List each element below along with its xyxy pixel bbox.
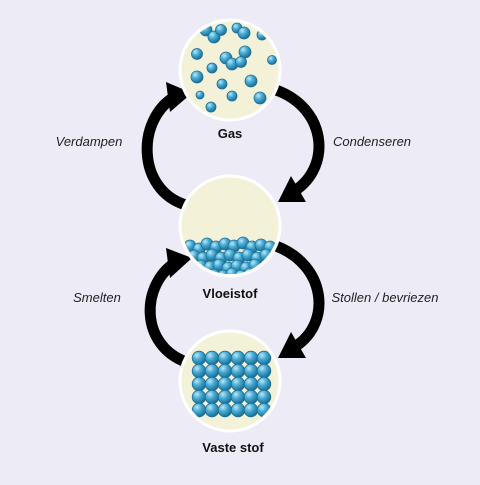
solid-particle (230, 376, 246, 392)
solid-particle (243, 350, 259, 366)
gas-particle (235, 56, 247, 68)
liquid-particles (183, 236, 277, 274)
melt-label: Smelten (73, 290, 121, 305)
solid-particle (204, 402, 220, 418)
solid-particle (217, 402, 233, 418)
solid-particle (230, 402, 246, 418)
gas-particle (267, 55, 277, 65)
gas-particles (190, 22, 277, 113)
gas-particle (191, 48, 203, 60)
gas-particle (205, 101, 217, 113)
freeze-label: Stollen / bevriezen (332, 290, 439, 305)
solid-particle (191, 376, 207, 392)
solid-particle (256, 376, 272, 392)
liquid-particle (225, 267, 239, 274)
gas-label: Gas (218, 126, 243, 141)
melt-arrow (144, 257, 189, 368)
gas-particle (190, 70, 204, 84)
solid-particle (256, 389, 272, 405)
melt-arrowhead (166, 248, 192, 278)
gas-particle (253, 91, 267, 105)
solid-particle (256, 350, 272, 366)
gas-particle (216, 78, 228, 90)
evaporate-arrow (141, 91, 188, 211)
solid-particle (204, 350, 220, 366)
solid-particle (230, 350, 246, 366)
gas-particle (215, 24, 227, 36)
solid-particle (230, 363, 246, 379)
freeze-arrowhead (278, 332, 306, 358)
solid-particle (191, 363, 207, 379)
solid-particle (256, 363, 272, 379)
liquid-state (178, 174, 282, 278)
condense-label: Condenseren (333, 134, 411, 149)
solid-particle (243, 402, 259, 418)
condense-arrowhead (278, 176, 306, 202)
gas-particle (226, 90, 238, 102)
solid-particle (243, 376, 259, 392)
gas-particle (195, 90, 205, 100)
solid-particle (217, 363, 233, 379)
solid-particle (230, 389, 246, 405)
solid-particle (204, 376, 220, 392)
gas-particle (244, 74, 258, 88)
condense-arrow (273, 84, 325, 195)
evaporate-label: Verdampen (56, 134, 123, 149)
evaporate-arrowhead (166, 82, 192, 112)
solid-particles (191, 350, 272, 418)
freeze-arrow (273, 240, 325, 351)
solid-particle (217, 389, 233, 405)
solid-label: Vaste stof (202, 440, 264, 455)
gas-particle (237, 26, 251, 40)
cycle-arrows (141, 82, 325, 368)
solid-particle (204, 363, 220, 379)
solid-particle (191, 350, 207, 366)
gas-particle (206, 62, 218, 74)
solid-particle (204, 389, 220, 405)
solid-particle (217, 376, 233, 392)
solid-particle (243, 389, 259, 405)
gas-state (178, 18, 282, 122)
liquid-label: Vloeistof (203, 286, 259, 301)
solid-particle (191, 389, 207, 405)
solid-particle (243, 363, 259, 379)
solid-particle (217, 350, 233, 366)
solid-state (178, 329, 282, 433)
